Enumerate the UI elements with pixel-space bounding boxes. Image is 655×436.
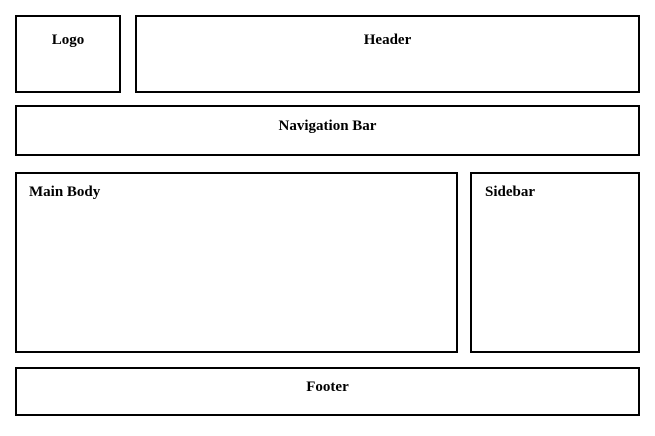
logo-region-label: Logo — [51, 32, 85, 48]
navigation-bar-label: Navigation Bar — [278, 118, 377, 134]
footer-region[interactable]: Footer — [15, 367, 640, 416]
logo-region[interactable]: Logo — [15, 15, 121, 93]
footer-label: Footer — [306, 379, 349, 395]
sidebar-label: Sidebar — [485, 184, 536, 200]
navigation-bar-region[interactable]: Navigation Bar — [15, 105, 640, 156]
sidebar-region[interactable]: Sidebar — [470, 172, 640, 353]
main-body-label: Main Body — [29, 184, 101, 200]
main-body-region[interactable]: Main Body — [15, 172, 458, 353]
header-region[interactable]: Header — [135, 15, 640, 93]
header-region-label: Header — [363, 32, 412, 48]
